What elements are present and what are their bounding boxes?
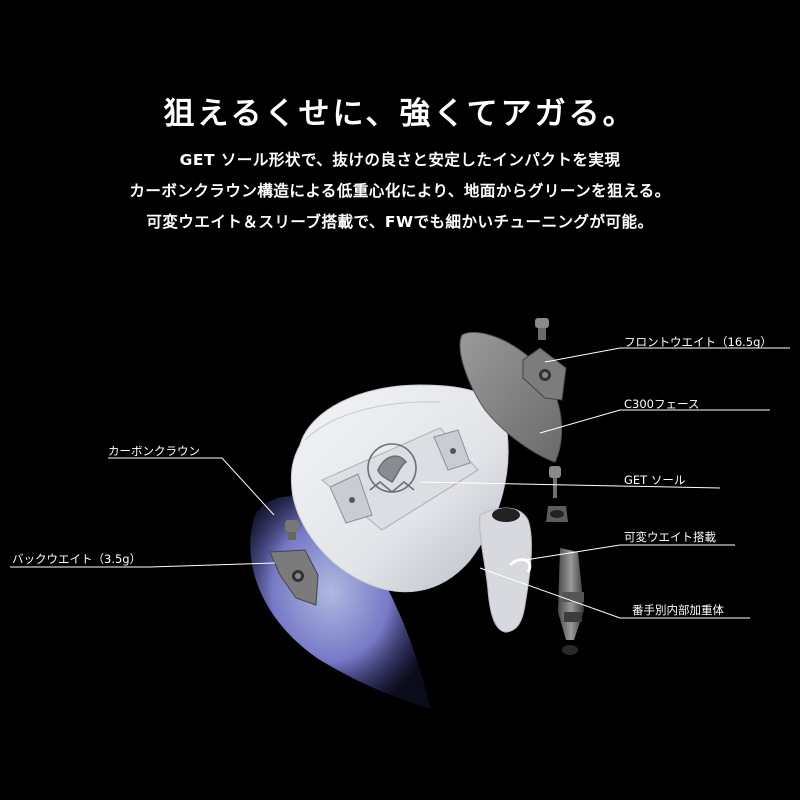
- club-head-body: [290, 384, 532, 633]
- callout-front-weight: フロントウエイト（16.5g）: [624, 335, 772, 349]
- leader-c300-face: [539, 409, 770, 434]
- leader-adjustable-weight: [524, 544, 735, 561]
- description-line-1: GET ソール形状で、抜けの良さと安定したインパクトを実現: [179, 151, 621, 169]
- bird-logo-icon: [367, 443, 417, 494]
- description-line-3: 可変ウエイト＆スリーブ搭載で、FWでも細かいチューニングが可能。: [146, 213, 654, 231]
- leader-front-weight: [544, 347, 790, 363]
- leader-hosel-weight: [479, 567, 750, 619]
- leader-back-weight: [10, 562, 276, 568]
- back-weight-part: [269, 520, 319, 606]
- front-weight-part: [522, 318, 567, 401]
- leader-get-sole: [419, 481, 721, 489]
- carbon-crown-part: [250, 496, 430, 708]
- leader-carbon-crown: [108, 457, 275, 516]
- callout-carbon-crown: カーボンクラウン: [108, 444, 200, 458]
- callout-hosel-weight: 番手別内部加重体: [632, 603, 724, 617]
- callout-back-weight: バックウエイト（3.5g）: [12, 552, 142, 566]
- headline: 狙えるくせに、強くてアガる。: [163, 96, 637, 132]
- leader-lines: [10, 347, 790, 619]
- callout-get-sole: GET ソール: [624, 473, 686, 487]
- description-line-2: カーボンクラウン構造による低重心化により、地面からグリーンを狙える。: [129, 182, 671, 200]
- sleeve-part: [558, 548, 584, 655]
- callout-adjustable-weight: 可変ウエイト搭載: [624, 530, 716, 544]
- callout-c300-face: C300フェース: [624, 397, 700, 411]
- adjustable-weight-part: [546, 466, 568, 522]
